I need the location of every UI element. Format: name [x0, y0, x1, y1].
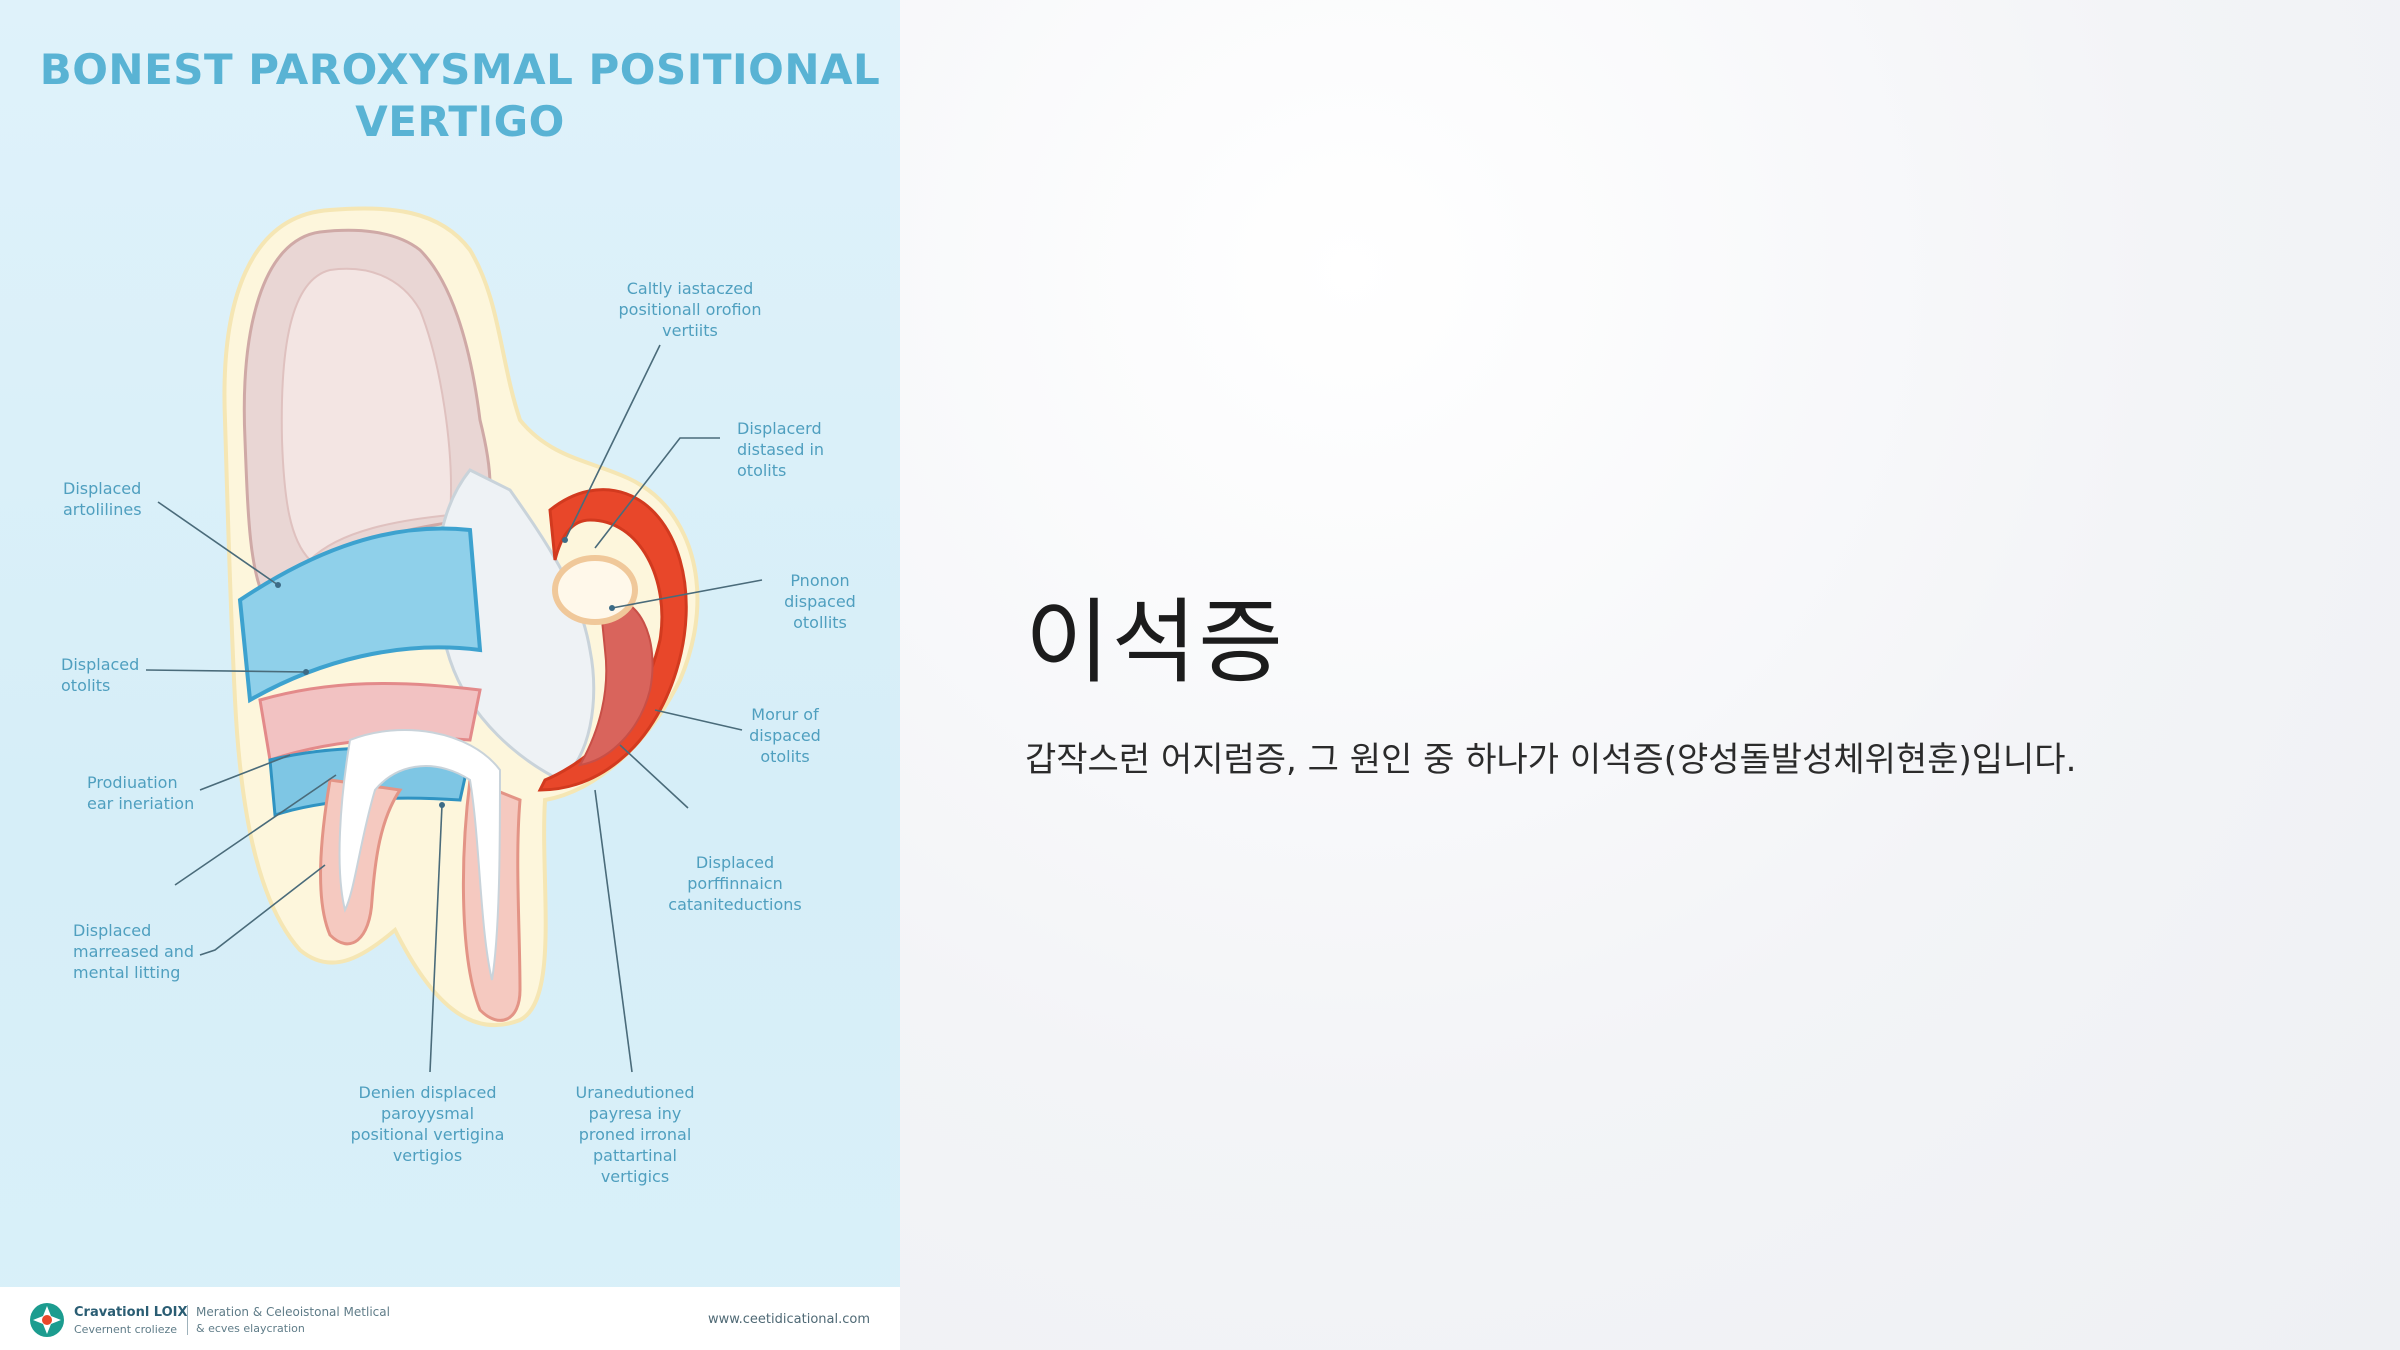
leader-upper-left: [157, 501, 279, 586]
leader-left-3b: [199, 864, 326, 956]
label-right-2: Morur of dispaced otolits: [749, 705, 821, 766]
ear-diagram: [145, 206, 763, 1073]
white-channel: [338, 729, 502, 981]
footer-org-sub: & ecves elaycration: [196, 1322, 305, 1335]
leader-right-2: [654, 709, 743, 731]
label-left-2: Prodiuation ear ineriation: [87, 773, 195, 813]
leader-dot: [439, 802, 445, 808]
leader-dot: [275, 582, 281, 588]
footer-brand-sub: Cevernent crolieze: [74, 1323, 178, 1336]
label-left-1: Displaced otolits: [61, 655, 140, 695]
footer-brand: Cravationl LOIX: [74, 1305, 188, 1320]
leader-left-1: [145, 669, 307, 673]
red-canal-inner: [578, 597, 654, 767]
poster-image: BONEST PAROXYSMAL POSITIONAL VERTIGO: [0, 0, 900, 1350]
leader-dot: [609, 605, 615, 611]
footer-url: www.ceetidicational.com: [707, 1312, 870, 1327]
label-lower-right: Displaced porffinnaicn cataniteductions: [668, 853, 802, 914]
otolith-chamber: [552, 555, 638, 625]
leader-dot: [562, 537, 568, 543]
label-right-1: Pnonon dispaced otollits: [784, 571, 856, 632]
leader-bottom-right: [594, 789, 633, 1073]
slide-title: 이석증: [1025, 589, 1285, 696]
leader-left-2: [199, 754, 291, 791]
brand-logo-icon: [30, 1303, 64, 1337]
leader-right-1: [611, 579, 763, 609]
footer-org: Meration & Celeoistonal Metlical: [196, 1305, 390, 1319]
blue-canal-lower: [258, 681, 482, 762]
leader-upper-right: [594, 437, 720, 549]
label-bottom-right: Uranedutioned payresa iny proned irronal…: [575, 1083, 695, 1186]
label-upper-left: Displaced artolilines: [63, 479, 142, 519]
slide-subtitle: 갑작스런 어지럼증, 그 원인 중 하나가 이석증(양성돌발성체위현훈)입니다.: [1025, 740, 2077, 780]
footer-divider: [187, 1305, 188, 1335]
leader-top: [564, 344, 661, 541]
leader-bottom-left: [429, 804, 443, 1073]
label-left-3: Displaced marreased and mental litting: [73, 921, 195, 982]
leader-dot: [303, 669, 309, 675]
label-bottom-left: Denien displaced paroyysmal positional v…: [350, 1083, 505, 1165]
poster-footer: Cravationl LOIX Cevernent crolieze Merat…: [0, 1287, 900, 1350]
label-upper-right: Displacerd distased in otolits: [737, 419, 825, 480]
red-canal-outer: [537, 488, 688, 792]
poster-title: BONEST PAROXYSMAL POSITIONAL VERTIGO: [39, 45, 881, 146]
leader-lower-right: [619, 744, 689, 809]
label-top: Caltly iastaczed positionall orofion ver…: [618, 279, 762, 340]
leader-left-3a: [174, 774, 337, 886]
ear-inner-fold: [280, 267, 452, 562]
slide-background: [900, 0, 2400, 1350]
